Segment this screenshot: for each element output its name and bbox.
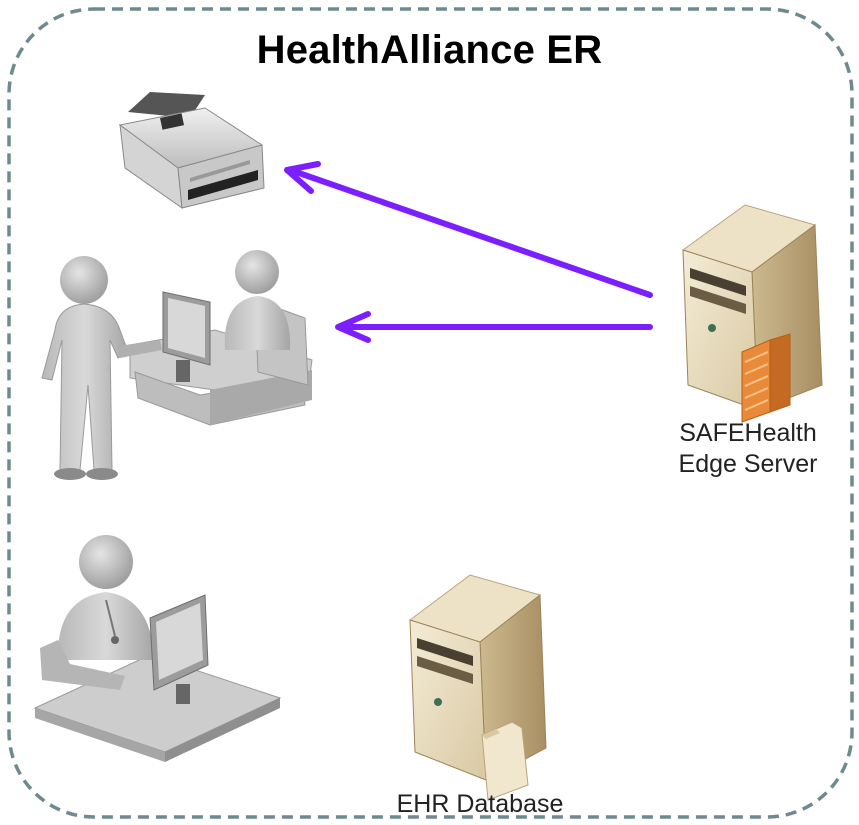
edge-server-label-line1: SAFEHealth — [679, 419, 817, 447]
arrow-server-to-front-desk — [335, 311, 653, 343]
er-boundary — [7, 7, 854, 819]
front-desk-icon — [41, 250, 313, 480]
diagram-title: HealthAlliance ER — [256, 28, 603, 72]
edge-server-icon — [681, 204, 823, 423]
arrow-server-to-printer — [284, 161, 653, 298]
ehr-database-label: EHR Database — [396, 790, 564, 818]
clinician-workstation-icon — [33, 535, 282, 762]
edge-server-label: SAFEHealth Edge Server — [648, 418, 848, 480]
printer-icon — [118, 92, 265, 210]
edge-server-label-line2: Edge Server — [678, 450, 818, 478]
ehr-database-icon — [408, 574, 547, 801]
